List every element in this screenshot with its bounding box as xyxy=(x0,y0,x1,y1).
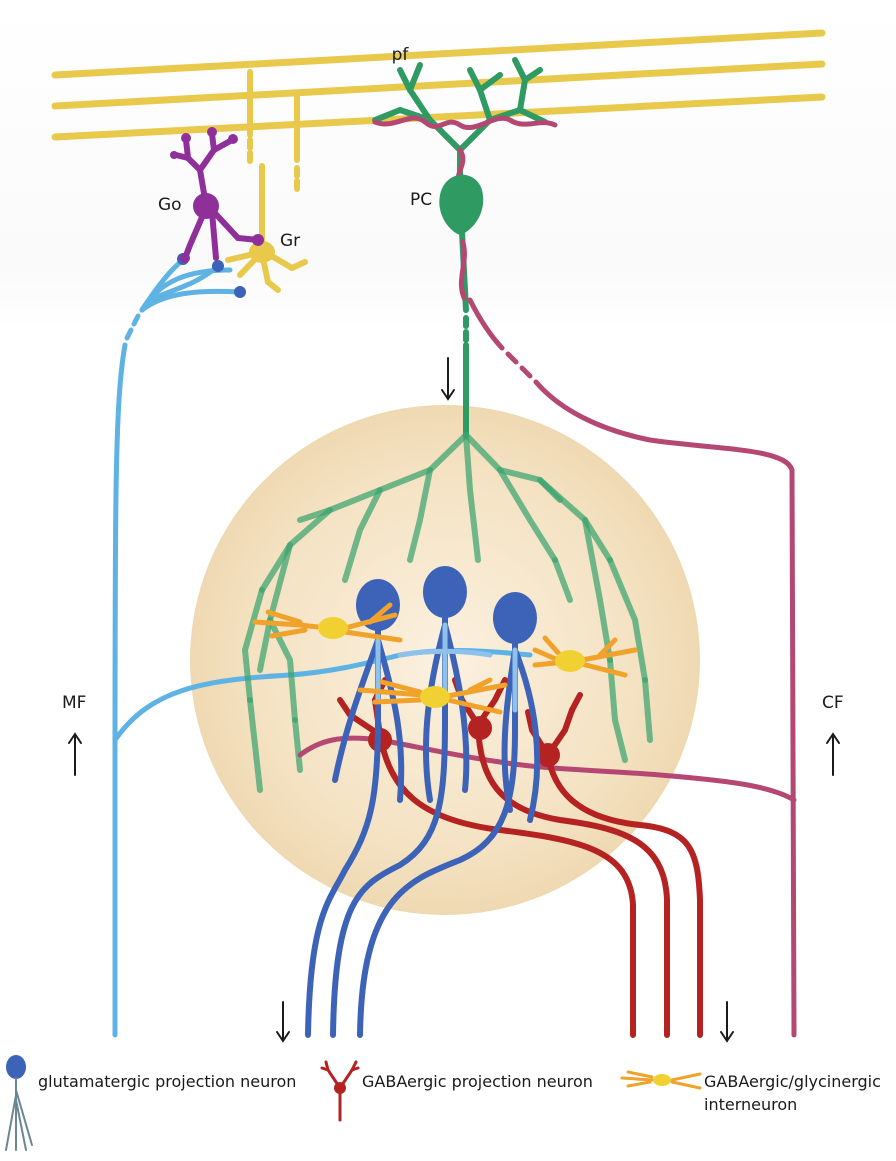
legend-gabaergic-label: GABAergic projection neuron xyxy=(362,1072,593,1091)
label-go: Go xyxy=(158,195,182,215)
legend-interneuron-label-1: GABAergic/glycinergic xyxy=(704,1072,881,1091)
legend-glutamatergic-label: glutamatergic projection neuron xyxy=(38,1072,296,1091)
arrow-down-icon xyxy=(442,358,454,399)
legend-interneuron-soma xyxy=(653,1074,671,1086)
arrow-down-icon xyxy=(277,1002,289,1041)
legend-glutamatergic-icon xyxy=(6,1055,32,1150)
label-mf: MF xyxy=(62,693,86,713)
arrow-down-icon xyxy=(721,1002,733,1041)
legend-interneuron-label-2: interneuron xyxy=(704,1095,797,1114)
label-gr: Gr xyxy=(280,231,300,251)
arrow-up-icon xyxy=(69,734,81,775)
label-pf: pf xyxy=(392,45,410,65)
arrow-up-icon xyxy=(827,734,839,775)
legend-gabaergic-soma xyxy=(334,1082,346,1094)
legend: glutamatergic projection neuron GABAergi… xyxy=(6,1055,881,1150)
label-pc: PC xyxy=(410,190,432,210)
cortex-region xyxy=(0,0,896,330)
label-cf: CF xyxy=(822,693,844,713)
